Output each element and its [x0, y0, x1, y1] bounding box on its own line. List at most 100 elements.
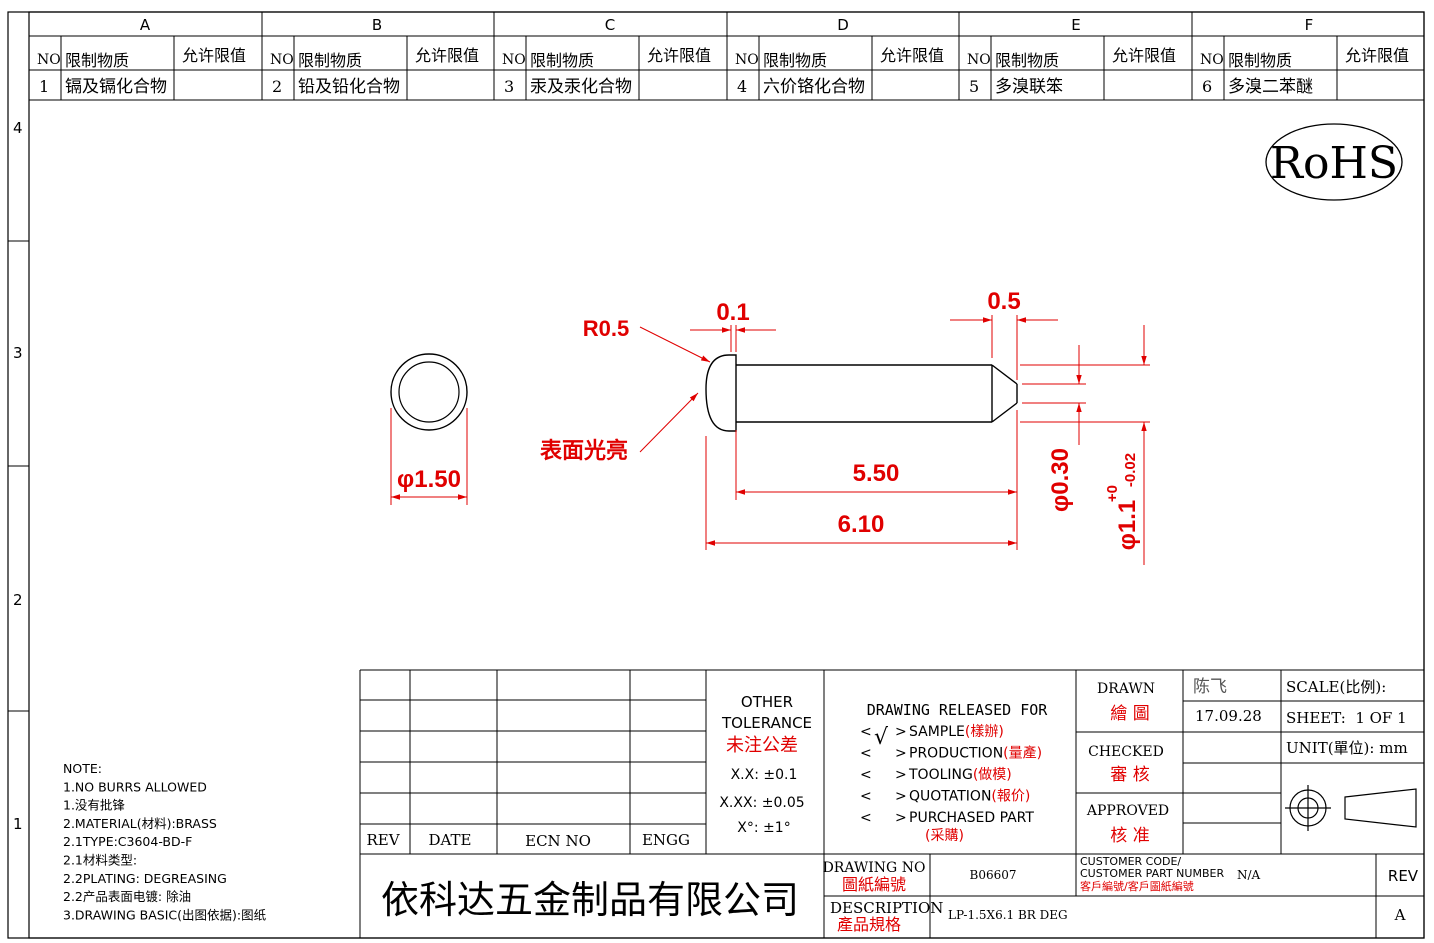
substance-name: 多溴二苯醚	[1228, 77, 1313, 97]
substance-name: 汞及汞化合物	[530, 77, 632, 97]
zone-col-D: D	[837, 16, 849, 34]
radius-label: R0.5	[583, 316, 629, 341]
surface-note: 表面光亮	[540, 438, 628, 464]
release-option-label-cn: (樣辦)	[965, 723, 1004, 740]
release-bracket-open: <	[860, 746, 872, 762]
release-bracket-close: >	[895, 724, 907, 740]
release-title: DRAWING RELEASED FOR	[867, 701, 1049, 719]
substance-no: 6	[1202, 77, 1212, 96]
substance-header-limit: 允许限值	[1345, 46, 1409, 65]
substance-header-no: NO	[37, 52, 61, 68]
release-bracket-open: <	[860, 789, 872, 805]
rohs-label: RoHS	[1270, 138, 1398, 189]
ecn-header: ECN NO	[525, 832, 591, 850]
substance-header-name: 限制物质	[65, 51, 129, 70]
release-option-1[interactable]: PRODUCTION(量產)	[909, 745, 1042, 762]
release-option-label-cn: (做模)	[973, 767, 1012, 783]
substance-header-name: 限制物质	[1228, 51, 1292, 70]
release-option-label: QUOTATION	[909, 789, 991, 805]
dim-shank-tol-lower: -0.02	[1122, 453, 1139, 487]
checked-label: CHECKED	[1088, 744, 1164, 760]
zone-row-1: 1	[13, 815, 23, 833]
scale-label: SCALE(比例):	[1286, 678, 1386, 696]
substance-header-limit: 允许限值	[880, 46, 944, 65]
dim-shank-tol-upper: +0	[1104, 485, 1121, 502]
substance-header-no: NO	[270, 52, 294, 68]
drawn-label-cn: 繪 圖	[1110, 704, 1149, 724]
release-bracket-close: >	[895, 810, 907, 826]
projection-symbol-icon	[1285, 785, 1417, 831]
substance-header-name: 限制物质	[530, 51, 594, 70]
sample-check-mark: √	[874, 725, 889, 750]
checked-label-cn: 審 核	[1110, 765, 1149, 785]
description-label: DESCRIPTION	[830, 899, 943, 917]
end-view: φ1.50	[390, 353, 468, 505]
release-bracket-close: >	[895, 767, 907, 783]
drawing-no-label-cn: 圖紙編號	[842, 875, 906, 894]
release-option-label: PURCHASED PART	[909, 810, 1034, 826]
customer-code-label-2: CUSTOMER PART NUMBER	[1080, 867, 1224, 880]
tolerance-xx: X.XX: ±0.05	[719, 795, 804, 811]
dim-tip-dia: φ0.30	[1047, 448, 1074, 512]
note-line: 1.没有批锋	[63, 798, 125, 813]
drawn-date: 17.09.28	[1195, 707, 1262, 725]
dim-head-gap: 0.1	[716, 299, 749, 326]
zone-col-F: F	[1305, 16, 1314, 34]
substance-header-limit: 允许限值	[647, 46, 711, 65]
release-option-3[interactable]: QUOTATION(報价)	[909, 789, 1030, 805]
release-option-4[interactable]: PURCHASED PART (采購)	[909, 810, 1034, 844]
tolerance-title-1: OTHER	[741, 693, 793, 711]
substance-name: 铅及铅化合物	[298, 77, 400, 97]
tolerance-title-2: TOLERANCE	[721, 714, 812, 732]
zone-row-3: 3	[13, 344, 23, 362]
note-line: 3.DRAWING BASIC(出图依据):图纸	[63, 907, 267, 922]
zone-col-B: B	[372, 16, 382, 34]
note-line: 2.1材料类型:	[63, 853, 137, 868]
release-option-0[interactable]: SAMPLE(樣辦)	[909, 723, 1004, 740]
substance-header-limit: 允许限值	[182, 46, 246, 65]
customer-code-label-1: CUSTOMER CODE/	[1080, 855, 1181, 868]
tolerance-angle: X°: ±1°	[737, 820, 790, 836]
substance-name: 镉及镉化合物	[65, 77, 167, 97]
approved-label: APPROVED	[1086, 803, 1169, 819]
substance-header-name: 限制物质	[995, 51, 1059, 70]
substance-header-limit: 允许限值	[415, 46, 479, 65]
release-option-label: TOOLING	[908, 767, 973, 783]
release-option-label: SAMPLE	[909, 724, 965, 740]
note-line: NOTE:	[63, 761, 102, 776]
note-line: 2.2PLATING: DEGREASING	[63, 871, 227, 886]
rev-label: REV	[1388, 867, 1419, 885]
release-option-2[interactable]: TOOLING(做模)	[908, 767, 1012, 783]
release-bracket-open: <	[860, 767, 872, 783]
notes-block: NOTE:1.NO BURRS ALLOWED1.没有批锋2.MATERIAL(…	[63, 761, 267, 922]
tolerance-x: X.X: ±0.1	[731, 767, 798, 783]
substance-header-no: NO	[967, 52, 991, 68]
outer-border	[7, 11, 1425, 939]
substance-no: 5	[969, 77, 979, 96]
zone-col-E: E	[1071, 16, 1080, 34]
rev-value: A	[1394, 906, 1406, 924]
dim-length-body: 5.50	[853, 460, 900, 487]
substance-header-no: NO	[1200, 52, 1224, 68]
drawn-label: DRAWN	[1097, 681, 1155, 697]
unit-label: UNIT(單位): mm	[1286, 739, 1408, 757]
substance-no: 2	[272, 77, 282, 96]
substance-header-no: NO	[735, 52, 759, 68]
approved-label-cn: 核 准	[1110, 826, 1149, 846]
release-option-label-cn: (采購)	[925, 828, 964, 844]
zone-row-4: 4	[13, 119, 23, 137]
substance-header-name: 限制物质	[298, 51, 362, 70]
description-label-cn: 產品規格	[837, 915, 901, 934]
drawn-name: 陈飞	[1193, 677, 1227, 697]
release-option-label: PRODUCTION	[909, 746, 1003, 762]
rohs-ellipse	[1265, 123, 1403, 201]
zone-col-C: C	[605, 16, 615, 34]
tolerance-title-cn: 未注公差	[726, 735, 798, 756]
customer-code-label-cn: 客戶編號/客戶圖紙編號	[1080, 879, 1194, 893]
side-view-dimensions	[639, 315, 1150, 565]
substance-name: 六价铬化合物	[763, 77, 865, 97]
customer-code-value: N/A	[1237, 868, 1261, 882]
note-line: 2.1TYPE:C3604-BD-F	[63, 834, 192, 849]
